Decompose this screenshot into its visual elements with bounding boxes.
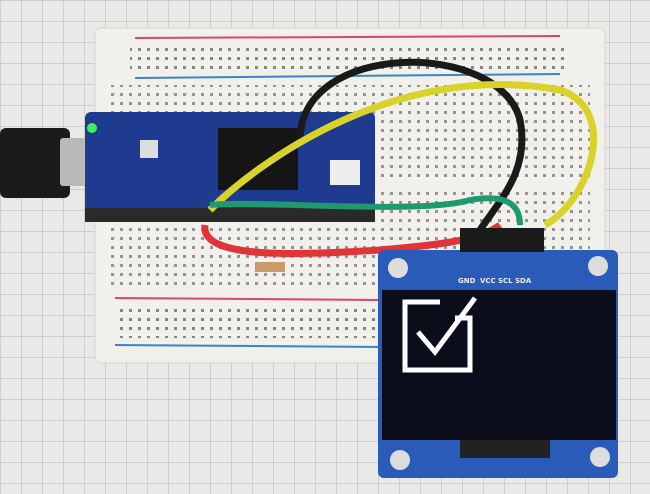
- oled-screen: [382, 290, 616, 440]
- rail-blue-bottom: [114, 344, 386, 348]
- oled-module: GND VCC SCL SDA: [378, 228, 618, 478]
- oled-pin-gnd: GND: [458, 277, 476, 285]
- wire-green: [209, 195, 523, 226]
- power-led: [87, 123, 97, 133]
- wire-black: [296, 58, 526, 232]
- microcontroller-board: [85, 112, 375, 222]
- oled-pin-vcc: VCC: [480, 277, 496, 285]
- mcu-chip: [218, 128, 298, 190]
- wire-yellow: [207, 81, 598, 229]
- rail-red-top: [134, 35, 561, 39]
- oled-pin-sda: SDA: [515, 277, 532, 285]
- rail-red-bottom: [114, 297, 386, 301]
- resistor: [255, 262, 285, 272]
- oled-pin-scl: SCL: [498, 277, 513, 285]
- checkbox-checked-icon: [402, 296, 478, 373]
